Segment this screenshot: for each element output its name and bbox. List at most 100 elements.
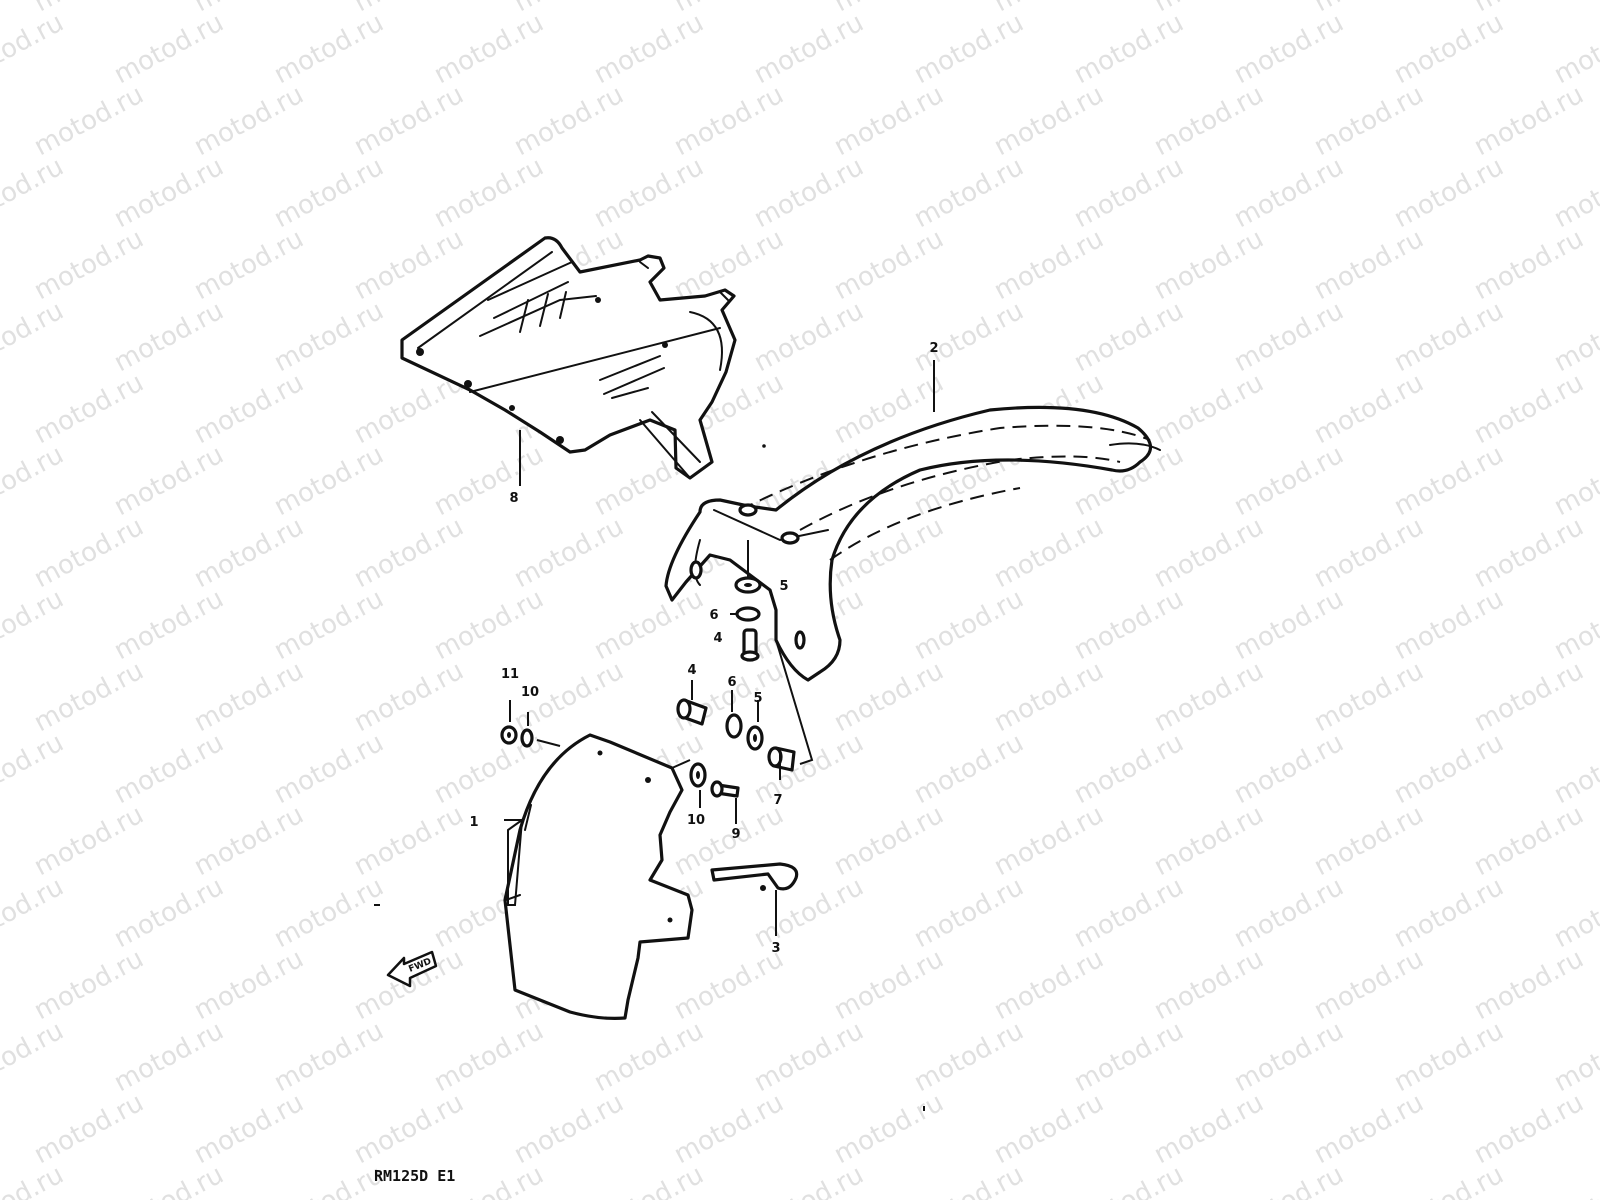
watermark-text: motod.ru [349,512,468,594]
watermark-text: motod.ru [1149,224,1268,306]
watermark-text: motod.ru [269,728,388,810]
callout-2: 2 [929,341,938,356]
watermark-text: motod.ru [909,1016,1028,1098]
watermark-text: motod.ru [0,1016,69,1098]
watermark-text: motod.ru [349,1088,468,1170]
watermark-text: motod.ru [1309,368,1428,450]
watermark-text: motod.ru [109,8,228,90]
watermark-text: motod.ru [109,296,228,378]
watermark-text: motod.ru [909,872,1028,954]
watermark-text: motod.ru [1309,656,1428,738]
watermark-text: motod.ru [1069,872,1188,954]
watermark-text: motod.ru [749,1016,868,1098]
watermark-text: motod.ru [29,800,148,882]
watermark-text: motod.ru [1389,440,1508,522]
watermark-text: motod.ru [109,872,228,954]
watermark-text: motod.ru [989,80,1108,162]
watermark-text: motod.ru [589,8,708,90]
watermark-text: motod.ru [1069,584,1188,666]
watermark-text: motod.ru [269,8,388,90]
watermark-text: motod.ru [589,152,708,234]
watermark-text: motod.ru [29,512,148,594]
watermark-text: motod.ru [589,584,708,666]
fwd-arrow: FWD [386,950,438,988]
watermark-text: motod.ru [749,296,868,378]
watermark-text: motod.ru [1229,728,1348,810]
watermark-text: motod.ru [1389,1016,1508,1098]
watermark-text: motod.ru [1549,8,1600,90]
watermark-text: motod.ru [909,728,1028,810]
watermark-text: motod.ru [829,800,948,882]
watermark-text: motod.ru [0,296,69,378]
watermark-text: motod.ru [829,1088,948,1170]
watermark-text: motod.ru [749,1160,868,1200]
watermark-text: motod.ru [109,1016,228,1098]
watermark-text: motod.ru [1309,800,1428,882]
watermark-text: motod.ru [989,224,1108,306]
watermark-text: motod.ru [589,1160,708,1200]
watermark-text: motod.ru [189,512,308,594]
watermark-text: motod.ru [0,728,69,810]
watermark-text: motod.ru [1549,296,1600,378]
watermark-text: motod.ru [109,152,228,234]
callout-6-top: 6 [709,608,718,623]
watermark-text: motod.ru [349,800,468,882]
watermark-text: motod.ru [669,944,788,1026]
watermark-text: motod.ru [989,944,1108,1026]
watermark-text: motod.ru [1309,1088,1428,1170]
watermark-text: motod.ru [1069,8,1188,90]
watermark-text: motod.ru [989,512,1108,594]
watermark-text: motod.ru [749,728,868,810]
watermark-text: motod.ru [429,152,548,234]
watermark-text: motod.ru [429,584,548,666]
callout-8: 8 [509,491,518,506]
leader-lines [504,360,935,936]
watermark-text: motod.ru [0,872,69,954]
watermark-text: motod.ru [189,368,308,450]
callout-10-upper: 10 [521,685,539,700]
watermark-text: motod.ru [1389,1160,1508,1200]
watermark-text: motod.ru [1469,368,1588,450]
watermark-text: motod.ru [1389,296,1508,378]
watermark-text: motod.ru [1069,728,1188,810]
callout-11: 11 [501,667,519,682]
watermark-text: motod.ru [109,440,228,522]
watermark-text: motod.ru [269,1160,388,1200]
watermark-text: motod.ru [1229,584,1348,666]
watermark-text: motod.ru [989,1088,1108,1170]
watermark-text: motod.ru [29,656,148,738]
watermark-text: motod.ru [1469,224,1588,306]
watermark-text: motod.ru [109,1160,228,1200]
watermark-text: motod.ru [1069,1160,1188,1200]
watermark-text: motod.ru [429,8,548,90]
watermark-text: motod.ru [1309,80,1428,162]
watermark-text: motod.ru [1389,584,1508,666]
watermark-text: motod.ru [429,440,548,522]
watermark-text: motod.ru [0,584,69,666]
watermark-text: motod.ru [0,440,69,522]
diagram-code: RM125D E1 [374,1167,455,1185]
part-2-rear-fender [664,405,1161,682]
watermark-text: motod.ru [0,152,69,234]
watermark-text: motod.ru [589,1016,708,1098]
watermark-text: motod.ru [1229,1160,1348,1200]
watermark-text: motod.ru [829,80,948,162]
watermark-text: motod.ru [29,224,148,306]
watermark-text: motod.ru [269,872,388,954]
watermark-text: motod.ru [829,656,948,738]
watermark-text: motod.ru [189,224,308,306]
watermark-text: motod.ru [349,80,468,162]
watermark-text: motod.ru [189,1088,308,1170]
callout-6-lower: 6 [727,675,736,690]
watermark-text: motod.ru [1469,656,1588,738]
watermark-text: motod.ru [269,152,388,234]
watermark-text: motod.ru [1149,80,1268,162]
part-8-side-plate [400,236,737,480]
watermark-text: motod.ru [1549,584,1600,666]
watermark-text: motod.ru [909,152,1028,234]
lockwasher-6-lower [725,713,743,739]
watermark-text: motod.ru [1149,944,1268,1026]
watermark-text: motod.ru [909,584,1028,666]
watermark-text: motod.ru [1149,1088,1268,1170]
